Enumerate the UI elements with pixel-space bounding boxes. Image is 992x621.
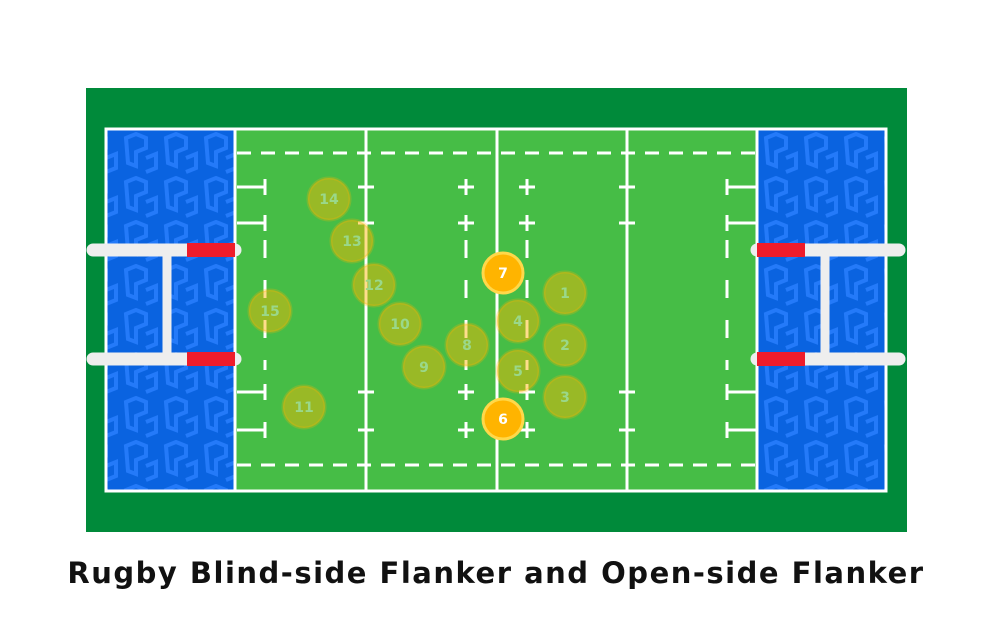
player-11: 11 <box>281 384 327 430</box>
player-number: 1 <box>560 286 570 302</box>
player-5: 5 <box>495 348 541 394</box>
player-number: 7 <box>498 266 508 282</box>
player-marker <box>377 301 423 347</box>
player-number: 3 <box>560 390 570 406</box>
player-number: 11 <box>294 400 313 416</box>
flanker-marker <box>481 251 525 295</box>
player-marker <box>401 344 447 390</box>
player-3: 3 <box>542 374 588 420</box>
post-padding-right <box>757 352 805 366</box>
player-number: 5 <box>513 364 523 380</box>
player-4: 4 <box>495 298 541 344</box>
post-padding-left <box>187 352 235 366</box>
player-marker <box>495 298 541 344</box>
player-number: 4 <box>513 314 523 330</box>
player-marker <box>542 374 588 420</box>
player-number: 8 <box>462 338 472 354</box>
flanker-marker <box>481 397 525 441</box>
player-15: 15 <box>247 288 293 334</box>
player-number: 2 <box>560 338 570 354</box>
player-marker <box>542 322 588 368</box>
player-8: 8 <box>444 322 490 368</box>
player-10: 10 <box>377 301 423 347</box>
player-marker <box>329 218 375 264</box>
player-number: 6 <box>498 412 508 428</box>
player-14: 14 <box>306 176 352 222</box>
player-number: 13 <box>342 234 361 250</box>
player-6: 6 <box>481 397 525 441</box>
player-marker <box>306 176 352 222</box>
player-9: 9 <box>401 344 447 390</box>
player-1: 1 <box>542 270 588 316</box>
player-marker <box>247 288 293 334</box>
player-12: 12 <box>351 262 397 308</box>
player-13: 13 <box>329 218 375 264</box>
player-marker <box>495 348 541 394</box>
player-number: 10 <box>390 317 410 333</box>
player-marker <box>444 322 490 368</box>
player-marker <box>281 384 327 430</box>
player-number: 15 <box>260 304 279 320</box>
player-7: 7 <box>481 251 525 295</box>
player-number: 12 <box>364 278 383 294</box>
player-marker <box>351 262 397 308</box>
player-2: 2 <box>542 322 588 368</box>
diagram-caption: Rugby Blind-side Flanker and Open-side F… <box>67 556 925 590</box>
player-number: 9 <box>419 360 429 376</box>
post-padding-right <box>757 243 805 257</box>
player-marker <box>542 270 588 316</box>
player-number: 14 <box>319 192 339 208</box>
post-padding-left <box>187 243 235 257</box>
